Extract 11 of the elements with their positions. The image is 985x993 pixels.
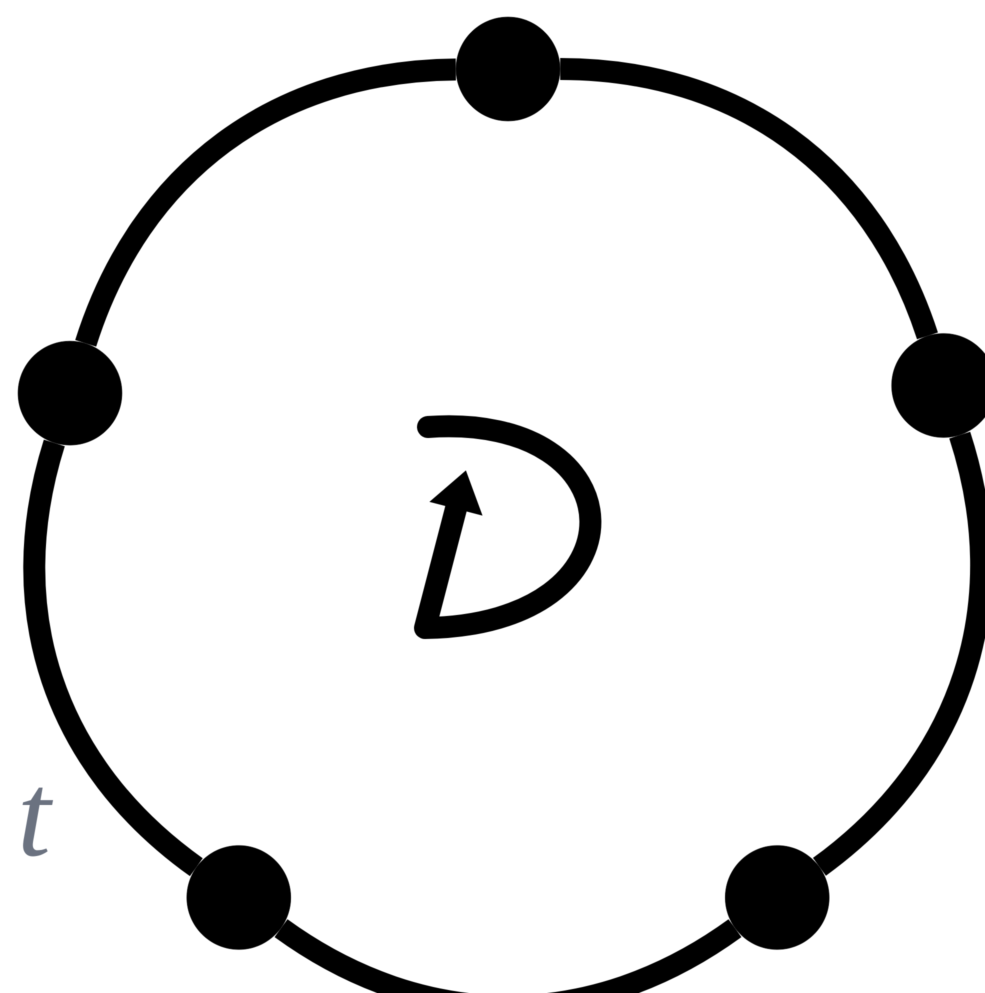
variable-label: t bbox=[22, 788, 54, 856]
dot bbox=[456, 16, 560, 122]
ring-arc bbox=[812, 432, 985, 876]
ring-arc bbox=[75, 58, 456, 348]
ring-arc bbox=[275, 919, 742, 993]
ring-arc bbox=[23, 440, 204, 876]
dot bbox=[891, 333, 985, 438]
dot bbox=[18, 340, 122, 446]
dot bbox=[186, 845, 291, 950]
ring-arc bbox=[560, 58, 938, 340]
dot bbox=[725, 845, 830, 950]
